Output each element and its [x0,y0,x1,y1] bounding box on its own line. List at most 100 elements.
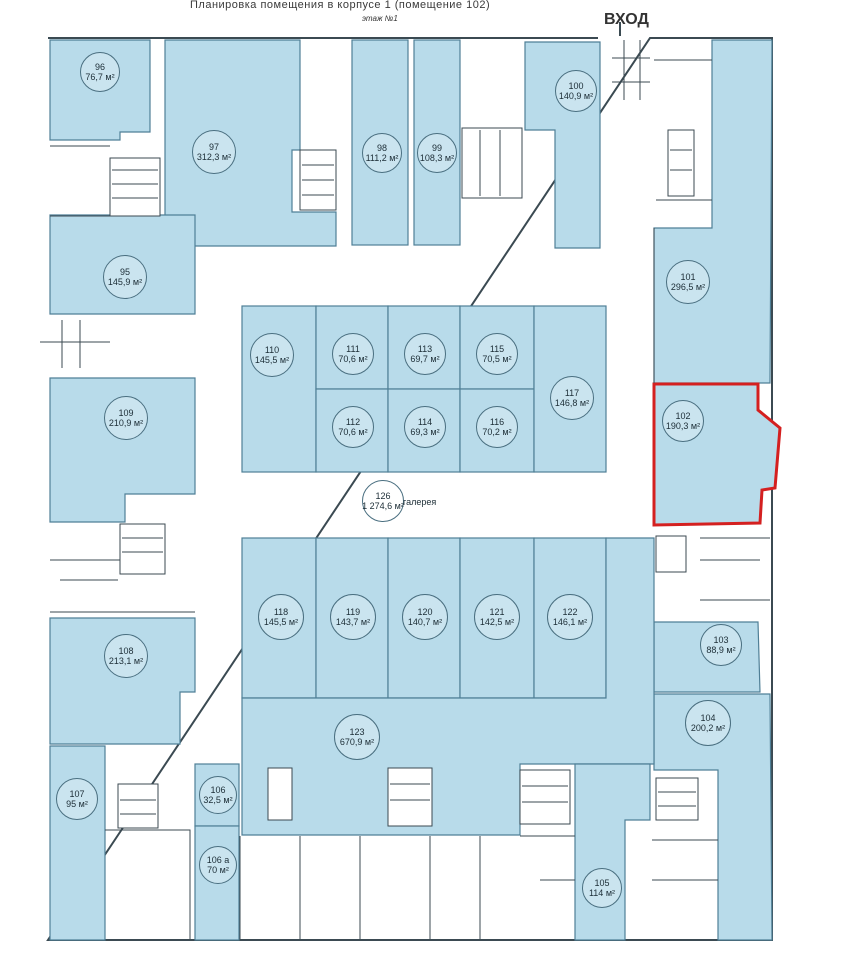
unit-number: 96 [94,62,105,72]
gallery-label: галерея [403,497,437,507]
unit-number: 118 [273,607,289,617]
unit-number: 121 [489,607,505,617]
unit-number: 97 [208,142,219,152]
unit-area: 108,3 м² [419,153,455,163]
unit-number: 109 [118,408,134,418]
unit-area: 190,3 м² [665,421,701,431]
unit-number: 106 [210,785,226,795]
unit-area: 213,1 м² [108,656,144,666]
unit-area: 210,9 м² [108,418,144,428]
unit-number: 115 [489,344,505,354]
unit-number: 105 [594,878,610,888]
unit-number: 113 [417,344,433,354]
unit-number: 117 [564,388,580,398]
unit-number: 122 [562,607,578,617]
unit-area: 76,7 м² [85,72,115,82]
unit-area: 70,6 м² [338,354,368,364]
unit-number: 107 [69,789,85,799]
unit-area: 312,3 м² [196,152,232,162]
entrance-label: ВХОД [604,11,649,28]
room-102-highlight [652,382,782,527]
unit-area: 142,5 м² [479,617,515,627]
room-110 [241,305,317,473]
unit-number: 114 [417,417,433,427]
unit-number: 106 а [206,855,230,865]
unit-area: 95 м² [66,799,88,809]
unit-number: 98 [376,143,387,153]
unit-number: 120 [417,607,433,617]
unit-area: 70,5 м² [482,354,512,364]
unit-number: 99 [431,143,442,153]
unit-number: 116 [489,417,505,427]
unit-number: 102 [675,411,691,421]
room-97 [164,39,337,247]
unit-number: 103 [713,635,729,645]
unit-number: 95 [119,267,130,277]
room-109 [49,377,196,523]
unit-area: 1 274,6 м² [362,501,404,511]
unit-area: 296,5 м² [670,282,706,292]
unit-area: 111,2 м² [365,153,399,163]
unit-area: 88,9 м² [706,645,736,655]
room-100 [524,41,601,249]
unit-number: 110 [264,345,280,355]
unit-number: 126 [375,491,391,501]
unit-area: 69,3 м² [410,427,440,437]
unit-number: 100 [568,81,584,91]
unit-area: 670,9 м² [339,737,375,747]
room-104 [653,693,773,941]
service-cores [109,127,699,829]
unit-number: 104 [700,713,716,723]
unit-number: 101 [680,272,696,282]
unit-area: 145,5 м² [254,355,290,365]
unit-number: 123 [349,727,365,737]
unit-number: 112 [345,417,361,427]
unit-area: 140,9 м² [558,91,594,101]
unit-area: 140,7 м² [407,617,443,627]
room-123 [241,537,655,836]
unit-area: 143,7 м² [335,617,371,627]
unit-number: 108 [118,646,134,656]
unit-area: 200,2 м² [690,723,726,733]
floor-label: этаж №1 [362,14,398,23]
unit-number: 111 [346,344,360,354]
unit-area: 70,6 м² [338,427,368,437]
unit-number: 119 [345,607,361,617]
unit-area: 32,5 м² [203,795,233,805]
plan-caption: Планировка помещения в корпусе 1 (помеще… [190,0,491,11]
unit-area: 70 м² [207,865,229,875]
unit-area: 114 м² [588,888,616,898]
unit-area: 70,2 м² [482,427,512,437]
partitions [40,22,770,940]
room-101 [653,39,773,384]
room-108 [49,617,196,745]
unit-area: 145,5 м² [263,617,299,627]
